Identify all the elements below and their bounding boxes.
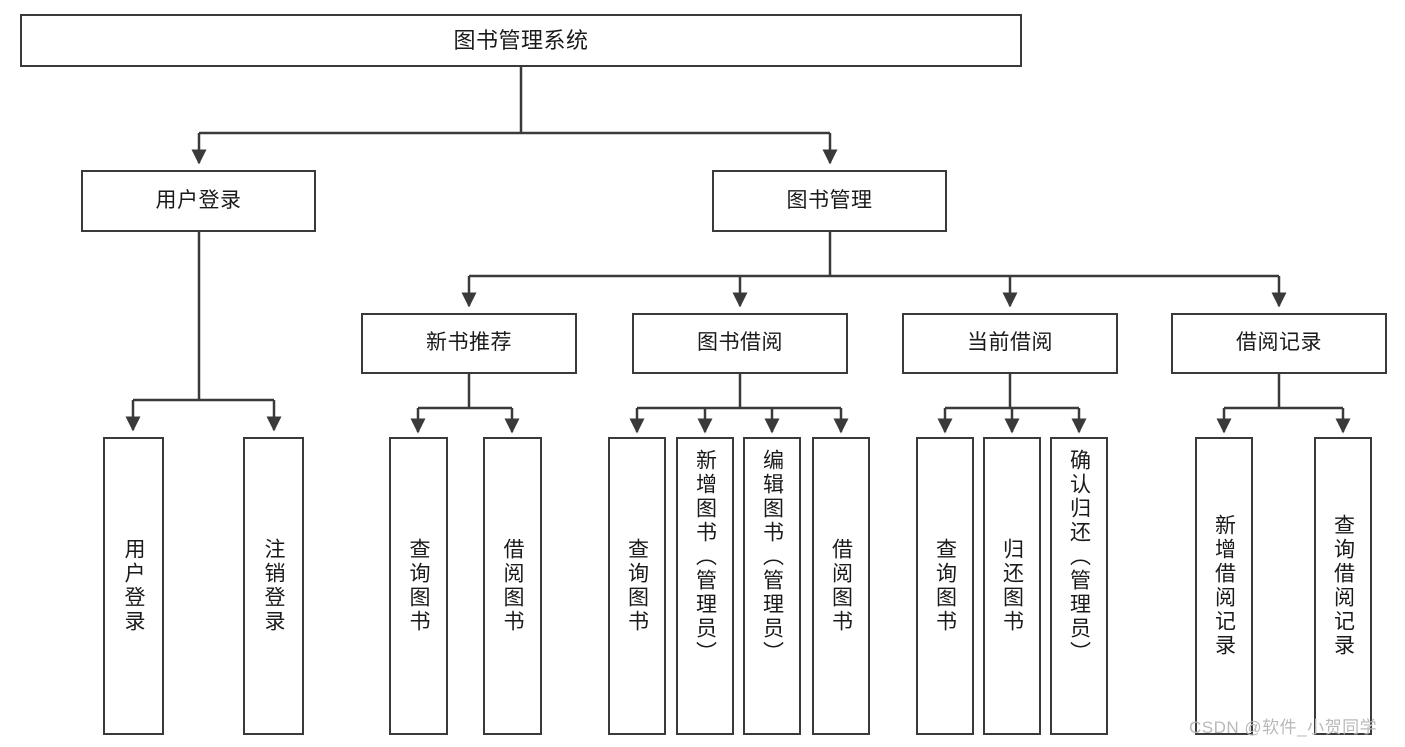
node-current-borrow[interactable]: 当前借阅 [902, 313, 1118, 374]
leaf-current-return-book[interactable]: 归还图书 [983, 437, 1041, 735]
leaf-borrow-borrow-book-label: 借阅图书 [829, 538, 853, 634]
node-new-book-recommend-label: 新书推荐 [426, 331, 512, 355]
leaf-user-login-signout-label: 注销登录 [262, 538, 285, 634]
node-current-borrow-label: 当前借阅 [967, 331, 1053, 355]
leaf-records-add-label: 新增借阅记录 [1212, 514, 1236, 658]
leaf-current-confirm-return[interactable]: 确认归还（管理员） [1050, 437, 1108, 735]
leaf-new-book-borrow-label: 借阅图书 [501, 538, 524, 634]
node-book-management[interactable]: 图书管理 [712, 170, 947, 232]
leaf-borrow-query-book-label: 查询图书 [625, 538, 649, 634]
node-root[interactable]: 图书管理系统 [20, 14, 1022, 67]
leaf-user-login-signout[interactable]: 注销登录 [243, 437, 304, 735]
node-borrow-records[interactable]: 借阅记录 [1171, 313, 1387, 374]
node-book-management-label: 图书管理 [786, 188, 873, 212]
leaf-user-login-signin-label: 用户登录 [122, 538, 145, 634]
node-root-label: 图书管理系统 [453, 27, 589, 53]
leaf-records-query[interactable]: 查询借阅记录 [1314, 437, 1372, 735]
leaf-current-confirm-return-label: 确认归还（管理员） [1067, 449, 1091, 665]
leaf-borrow-add-book-label: 新增图书（管理员） [693, 449, 717, 665]
leaf-records-query-label: 查询借阅记录 [1331, 514, 1355, 658]
leaf-current-query-book-label: 查询图书 [933, 538, 957, 634]
leaf-borrow-edit-book-label: 编辑图书（管理员） [760, 449, 784, 665]
leaf-current-return-book-label: 归还图书 [1000, 538, 1024, 634]
leaf-new-book-borrow[interactable]: 借阅图书 [483, 437, 542, 735]
node-user-login[interactable]: 用户登录 [81, 170, 316, 232]
watermark: CSDN @软件_小贺同学 [1189, 718, 1378, 737]
node-new-book-recommend[interactable]: 新书推荐 [361, 313, 577, 374]
leaf-borrow-borrow-book[interactable]: 借阅图书 [812, 437, 870, 735]
leaf-borrow-query-book[interactable]: 查询图书 [608, 437, 666, 735]
leaf-user-login-signin[interactable]: 用户登录 [103, 437, 164, 735]
node-user-login-label: 用户登录 [155, 188, 242, 212]
leaf-current-query-book[interactable]: 查询图书 [916, 437, 974, 735]
leaf-new-book-query-label: 查询图书 [407, 538, 430, 634]
leaf-borrow-edit-book[interactable]: 编辑图书（管理员） [743, 437, 801, 735]
node-book-borrow[interactable]: 图书借阅 [632, 313, 848, 374]
node-borrow-records-label: 借阅记录 [1236, 331, 1322, 355]
node-book-borrow-label: 图书借阅 [697, 331, 783, 355]
leaf-borrow-add-book[interactable]: 新增图书（管理员） [676, 437, 734, 735]
leaf-records-add[interactable]: 新增借阅记录 [1195, 437, 1253, 735]
leaf-new-book-query[interactable]: 查询图书 [389, 437, 448, 735]
